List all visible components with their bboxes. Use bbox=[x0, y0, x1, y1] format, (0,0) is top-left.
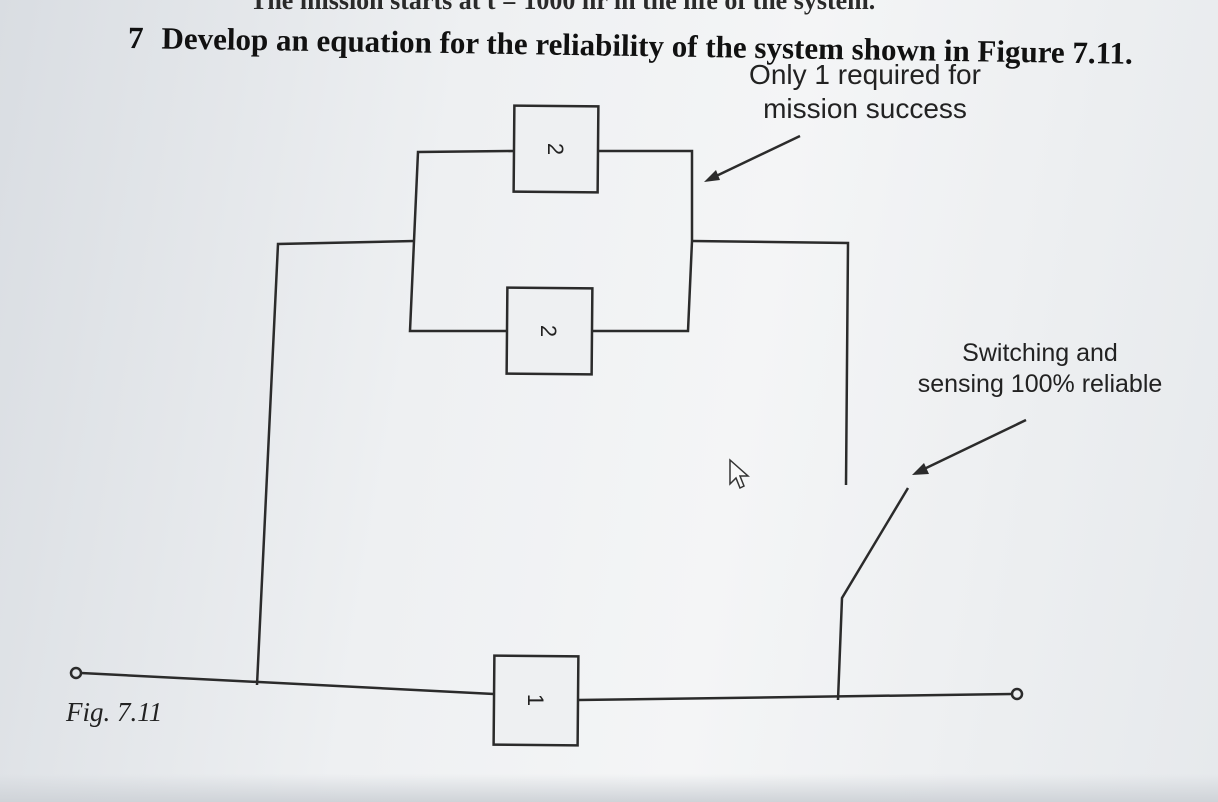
block-upper-2-label: 2 bbox=[543, 143, 568, 155]
output-wire bbox=[577, 692, 1013, 702]
upper-path-left-wire bbox=[412, 149, 515, 242]
output-terminal bbox=[1010, 687, 1024, 701]
left-branch-wire bbox=[255, 239, 415, 686]
right-branch-wire bbox=[691, 239, 850, 486]
block-upper-2 bbox=[512, 104, 600, 194]
lower-path-left-wire bbox=[408, 240, 507, 333]
input-wire bbox=[80, 671, 495, 696]
redundancy-note-line1: Only 1 required for bbox=[749, 59, 981, 90]
upper-path-right-wire bbox=[598, 149, 694, 241]
switch-note: Switching and sensing 100% reliable bbox=[880, 338, 1200, 399]
page-bottom-shadow bbox=[0, 774, 1218, 802]
switch-arrow-head bbox=[912, 463, 929, 475]
switch-blade bbox=[836, 487, 910, 701]
redundancy-note-line2: mission success bbox=[763, 93, 967, 125]
switch-note-line2: sensing 100% reliable bbox=[917, 369, 1163, 398]
switch-note-line1: Switching and bbox=[962, 339, 1118, 367]
block-main-1-label: 1 bbox=[523, 694, 548, 706]
block-lower-2 bbox=[505, 286, 594, 376]
figure-caption: Fig. 7.11 bbox=[66, 697, 163, 727]
redundancy-arrow-head bbox=[704, 170, 720, 182]
input-terminal bbox=[69, 666, 83, 680]
block-lower-2-label: 2 bbox=[536, 325, 561, 337]
redundancy-arrow-shaft bbox=[711, 134, 801, 180]
redundancy-note: Only 1 required for mission success bbox=[700, 58, 1030, 126]
mouse-pointer-icon bbox=[729, 458, 750, 490]
block-main-1 bbox=[492, 654, 580, 747]
switch-arrow-shaft bbox=[921, 418, 1027, 472]
cutoff-text-line: The mission starts at t = 1000 hr in the… bbox=[250, 0, 876, 15]
lower-path-right-wire bbox=[592, 240, 694, 333]
